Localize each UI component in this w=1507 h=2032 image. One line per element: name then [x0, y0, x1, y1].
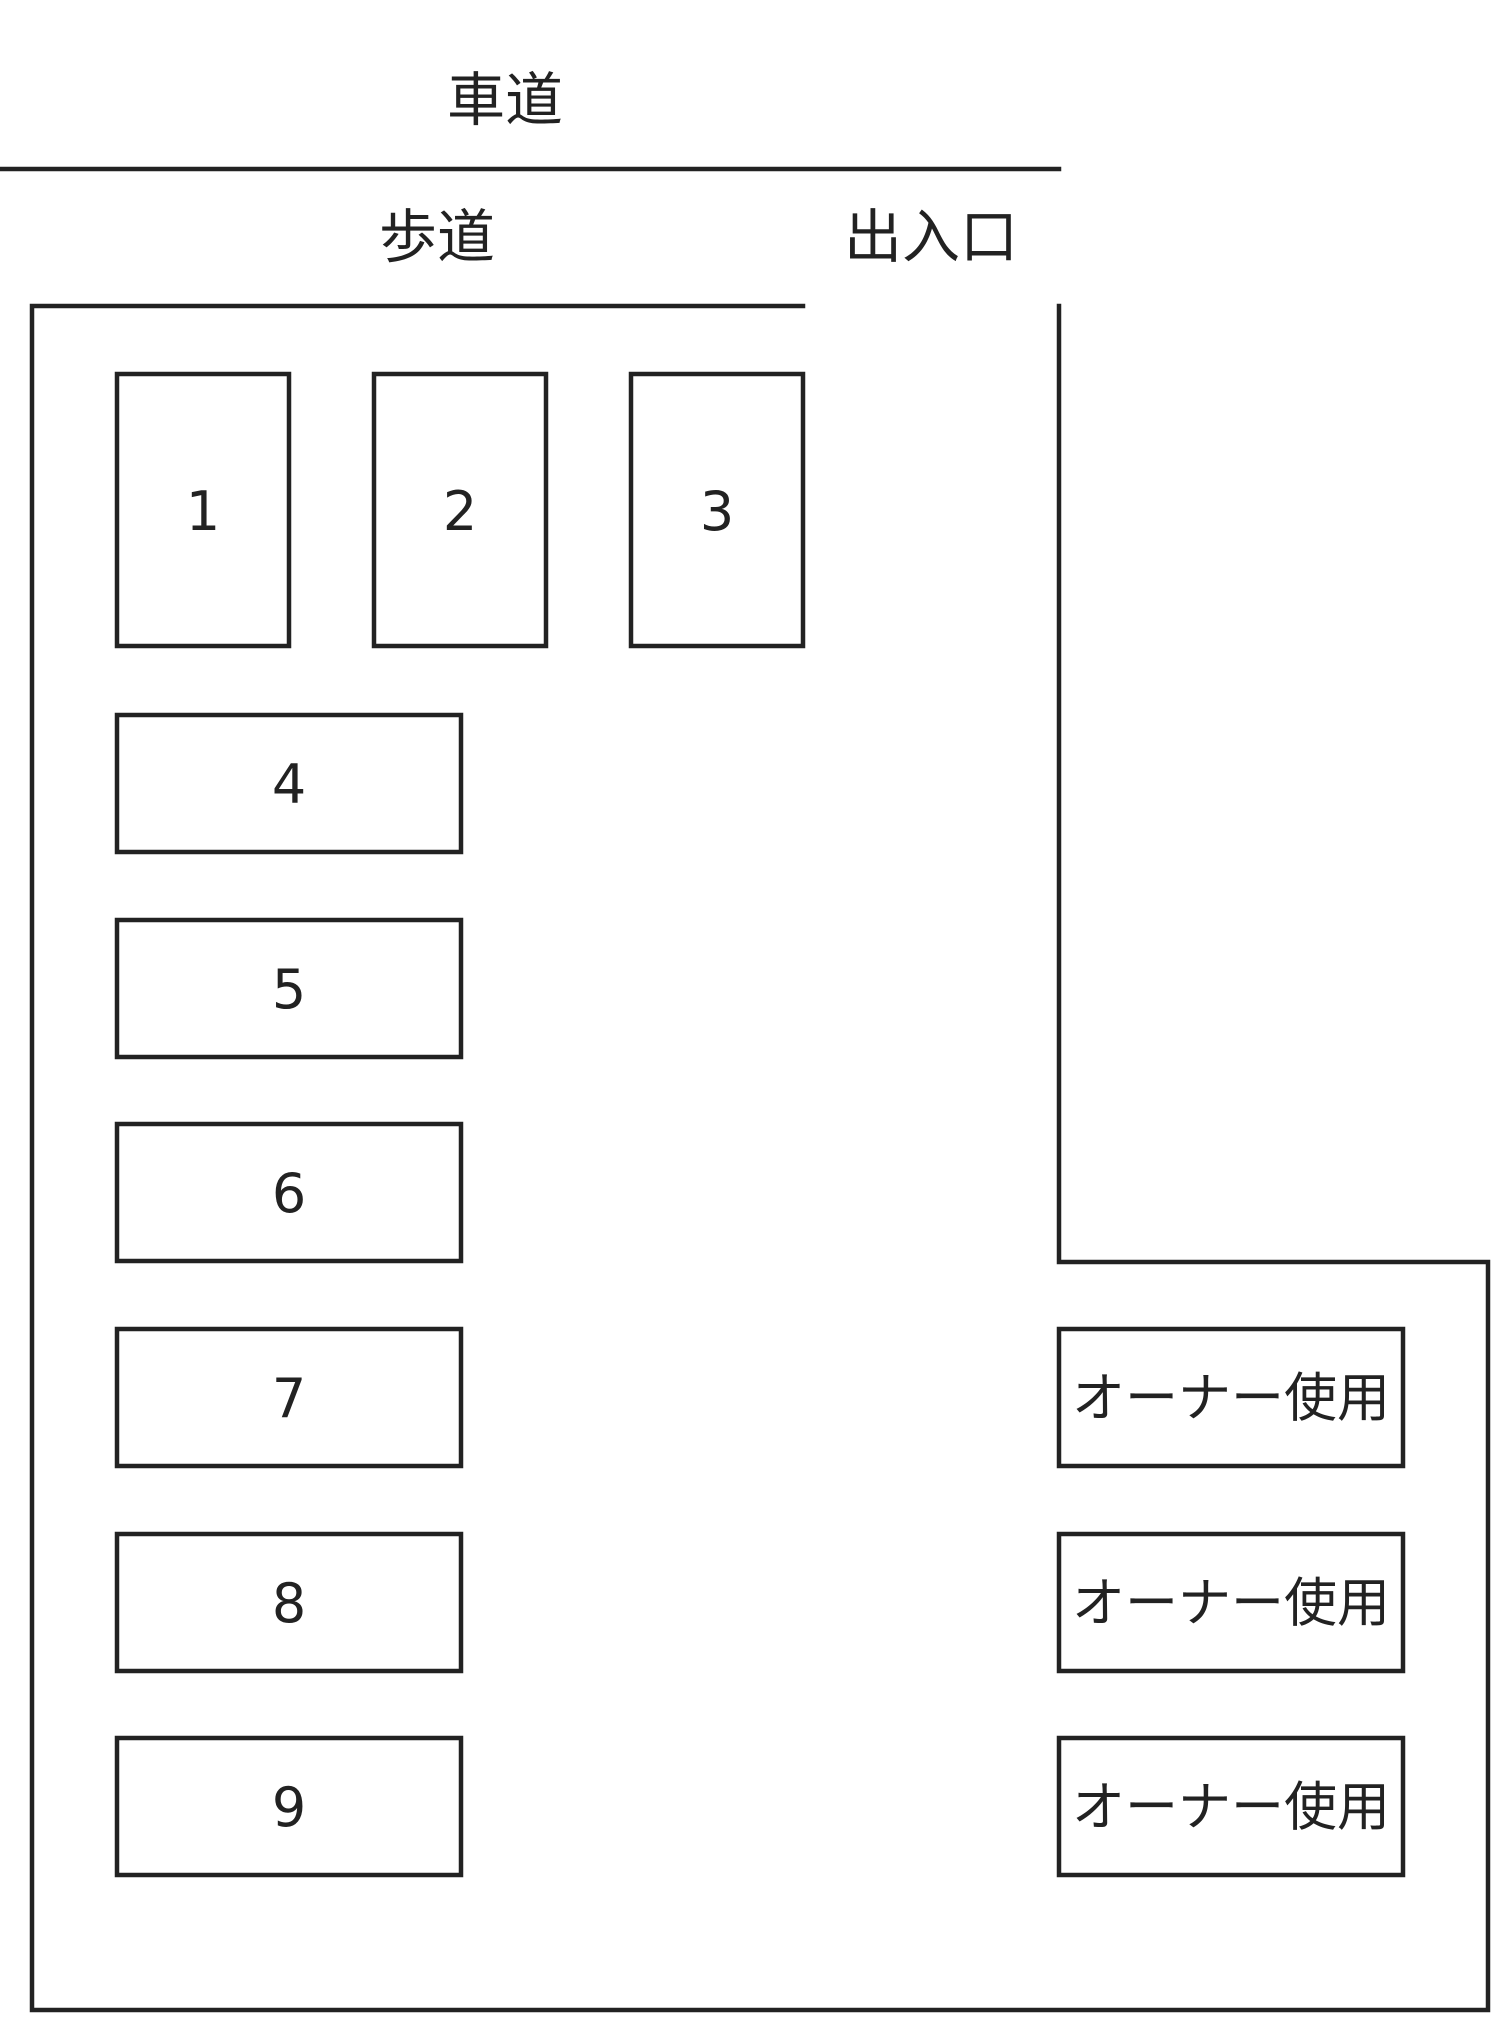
- parking-slot[interactable]: 6: [114, 1121, 464, 1264]
- owner-slot-1-label: オーナー使用: [1072, 1368, 1390, 1429]
- parking-slot[interactable]: 3: [628, 371, 806, 649]
- road-label: 車道: [447, 66, 563, 134]
- parking-slot-5-label: 5: [272, 958, 306, 1021]
- parking-slot[interactable]: 5: [114, 917, 464, 1060]
- parking-slot-6-outline: [114, 1121, 464, 1264]
- owner-slot[interactable]: オーナー使用: [1056, 1735, 1406, 1878]
- parking-slot-6-label: 6: [272, 1162, 306, 1225]
- parking-slot-5-outline: [114, 917, 464, 1060]
- parking-slot-1-label: 1: [186, 480, 220, 543]
- lot-boundary: [29, 303, 1491, 2013]
- parking-slot[interactable]: 9: [114, 1735, 464, 1878]
- owner-slot[interactable]: オーナー使用: [1056, 1531, 1406, 1674]
- parking-slot-9-outline: [114, 1735, 464, 1878]
- parking-slot-4-label: 4: [272, 753, 306, 816]
- parking-slot-2-label: 2: [443, 480, 477, 543]
- parking-slot-9-label: 9: [272, 1776, 306, 1839]
- parking-slot-8-label: 8: [272, 1572, 306, 1635]
- parking-slot-7-label: 7: [272, 1367, 306, 1430]
- parking-slot-1-outline: [114, 371, 292, 649]
- parking-slot-8-outline: [114, 1531, 464, 1674]
- owner-slot-2-label: オーナー使用: [1072, 1573, 1390, 1634]
- parking-slot[interactable]: 2: [371, 371, 549, 649]
- parking-slot-7-outline: [114, 1326, 464, 1469]
- parking-slot[interactable]: 7: [114, 1326, 464, 1469]
- parking-slot-3-label: 3: [700, 480, 734, 543]
- owner-slot-3-outline: [1056, 1735, 1406, 1878]
- owner-slot-1-outline: [1056, 1326, 1406, 1469]
- parking-slot[interactable]: 1: [114, 371, 292, 649]
- entrance-label: 出入口: [844, 203, 1018, 271]
- sidewalk-label: 歩道: [379, 203, 495, 271]
- owner-slot-3-label: オーナー使用: [1072, 1777, 1390, 1838]
- owner-slot[interactable]: オーナー使用: [1056, 1326, 1406, 1469]
- parking-slot-4-outline: [114, 712, 464, 855]
- parking-slot-2-outline: [371, 371, 549, 649]
- owner-slot-2-outline: [1056, 1531, 1406, 1674]
- parking-slot[interactable]: 8: [114, 1531, 464, 1674]
- parking-slot[interactable]: 4: [114, 712, 464, 855]
- parking-slot-3-outline: [628, 371, 806, 649]
